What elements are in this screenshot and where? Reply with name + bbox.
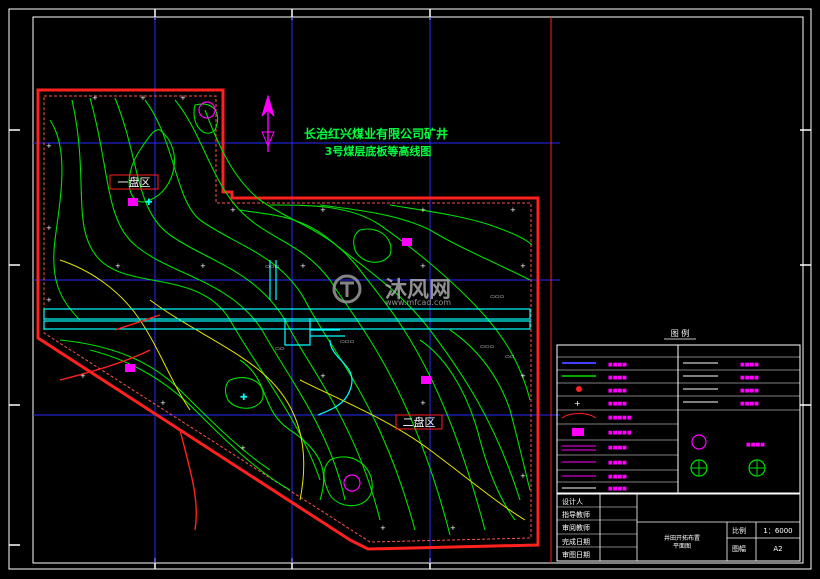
svg-text:+: +: [92, 94, 98, 102]
roadways: [43, 260, 531, 416]
title-block-scale-value: 1：6000: [763, 527, 792, 535]
svg-text:■■■■: ■■■■: [608, 445, 627, 451]
svg-text:+: +: [380, 524, 386, 532]
svg-text:+: +: [520, 472, 526, 480]
svg-text:■■■■: ■■■■: [608, 474, 627, 480]
title-block-scale-label: 比例: [732, 526, 746, 535]
svg-text:+: +: [80, 372, 86, 380]
svg-text:■■■■: ■■■■: [608, 388, 627, 394]
svg-text:■■■■■: ■■■■■: [608, 415, 632, 421]
svg-text:■■■■■: ■■■■■: [608, 430, 632, 436]
svg-text:■■■■: ■■■■: [740, 362, 759, 368]
roadway-annotations: ▭▭▭ ▭▭▭ ▭▭▭ ▭▭▭ ▭▭ ▭▭: [265, 264, 515, 360]
svg-text:▭▭▭: ▭▭▭: [490, 294, 504, 300]
sheet-frame-outer: [8, 8, 812, 570]
svg-text:+: +: [46, 224, 52, 232]
svg-text:■■■■: ■■■■: [608, 362, 627, 368]
svg-text:+: +: [320, 372, 326, 380]
svg-text:+: +: [230, 206, 236, 214]
svg-text:+: +: [46, 142, 52, 150]
watermark-logo-icon: [332, 274, 362, 304]
title-block-drawing-name-2: 平面图: [673, 543, 691, 550]
title-block-label-completion-date: 完成日期: [562, 537, 590, 546]
north-arrow-icon: [261, 94, 275, 152]
svg-text:■■■■: ■■■■: [608, 486, 627, 492]
svg-text:+: +: [300, 262, 306, 270]
svg-text:✚: ✚: [145, 198, 153, 208]
svg-text:+: +: [574, 399, 581, 408]
title-block-label-reviewer: 审阅教师: [562, 523, 590, 532]
svg-text:+: +: [420, 206, 426, 214]
legend-header: 图 例: [671, 328, 690, 338]
svg-text:+: +: [160, 399, 166, 407]
svg-text:■■■■: ■■■■: [740, 401, 759, 407]
svg-text:▭▭: ▭▭: [505, 354, 515, 360]
svg-text:+: +: [420, 399, 426, 407]
title-block-label-review-date: 审图日期: [562, 550, 590, 559]
zone-2-label: 二盘区: [403, 415, 436, 429]
svg-text:▭▭▭: ▭▭▭: [340, 339, 354, 345]
legend-panel: 图 例 + ■■■■■■■■ ■■■■■■■■ ■■■■■■■■■■ ■■■■■: [556, 328, 801, 494]
sheet-frame-inner: [32, 16, 804, 564]
title-block-sheet-label: 图幅: [732, 544, 746, 553]
svg-text:■■■■: ■■■■: [740, 388, 759, 394]
coordinate-grid: [33, 17, 560, 563]
zone-2-box: [395, 414, 443, 430]
map-title-line1: 长治红兴煤业有限公司矿井: [304, 126, 448, 141]
watermark: 沐风网 www.mfcad.com: [332, 274, 451, 307]
svg-text:+: +: [115, 262, 121, 270]
map-title-line2: 3号煤层底板等高线图: [325, 144, 432, 158]
svg-text:+: +: [180, 94, 186, 102]
svg-text:✚: ✚: [240, 393, 248, 403]
svg-text:+: +: [200, 262, 206, 270]
svg-text:■■■■: ■■■■: [608, 460, 627, 466]
title-block: 设计人 指导教师 审阅教师 完成日期 审图日期 井田开拓布置 平面图 比例 1：…: [556, 493, 801, 562]
title-block-label-designer: 设计人: [562, 497, 583, 506]
svg-text:▭▭▭: ▭▭▭: [265, 264, 279, 270]
svg-text:+: +: [510, 206, 516, 214]
svg-text:+: +: [240, 444, 246, 452]
zone-1-box: [109, 174, 159, 190]
svg-text:+: +: [320, 206, 326, 214]
index-contours: [59, 259, 526, 521]
fault-lines: [59, 314, 198, 531]
mine-boundary: [36, 88, 540, 551]
contour-lines: [49, 97, 533, 536]
title-block-drawing-name-1: 井田开拓布置: [664, 534, 700, 542]
watermark-url: www.mfcad.com: [385, 298, 451, 307]
svg-text:+: +: [520, 372, 526, 380]
svg-text:+: +: [46, 296, 52, 304]
watermark-brand: 沐风网: [385, 278, 451, 303]
map-symbols: ✚ ✚: [125, 101, 431, 492]
svg-text:■■■■: ■■■■: [746, 442, 765, 448]
title-block-sheet-value: A2: [773, 545, 782, 553]
svg-text:+: +: [420, 262, 426, 270]
svg-text:▭▭: ▭▭: [275, 346, 285, 352]
svg-text:■■■■: ■■■■: [608, 401, 627, 407]
svg-text:■■■■: ■■■■: [608, 375, 627, 381]
svg-text:+: +: [140, 94, 146, 102]
survey-points: + + + + + + + + + + + + + + + + + + + + + + + +: [46, 94, 526, 532]
svg-text:■■■■: ■■■■: [740, 375, 759, 381]
zone-1-label: 一盘区: [118, 175, 151, 189]
title-block-label-advisor: 指导教师: [562, 510, 590, 519]
mine-boundary-inner: [43, 95, 532, 543]
svg-text:▭▭▭: ▭▭▭: [480, 344, 494, 350]
svg-text:+: +: [450, 524, 456, 532]
svg-text:+: +: [520, 262, 526, 270]
